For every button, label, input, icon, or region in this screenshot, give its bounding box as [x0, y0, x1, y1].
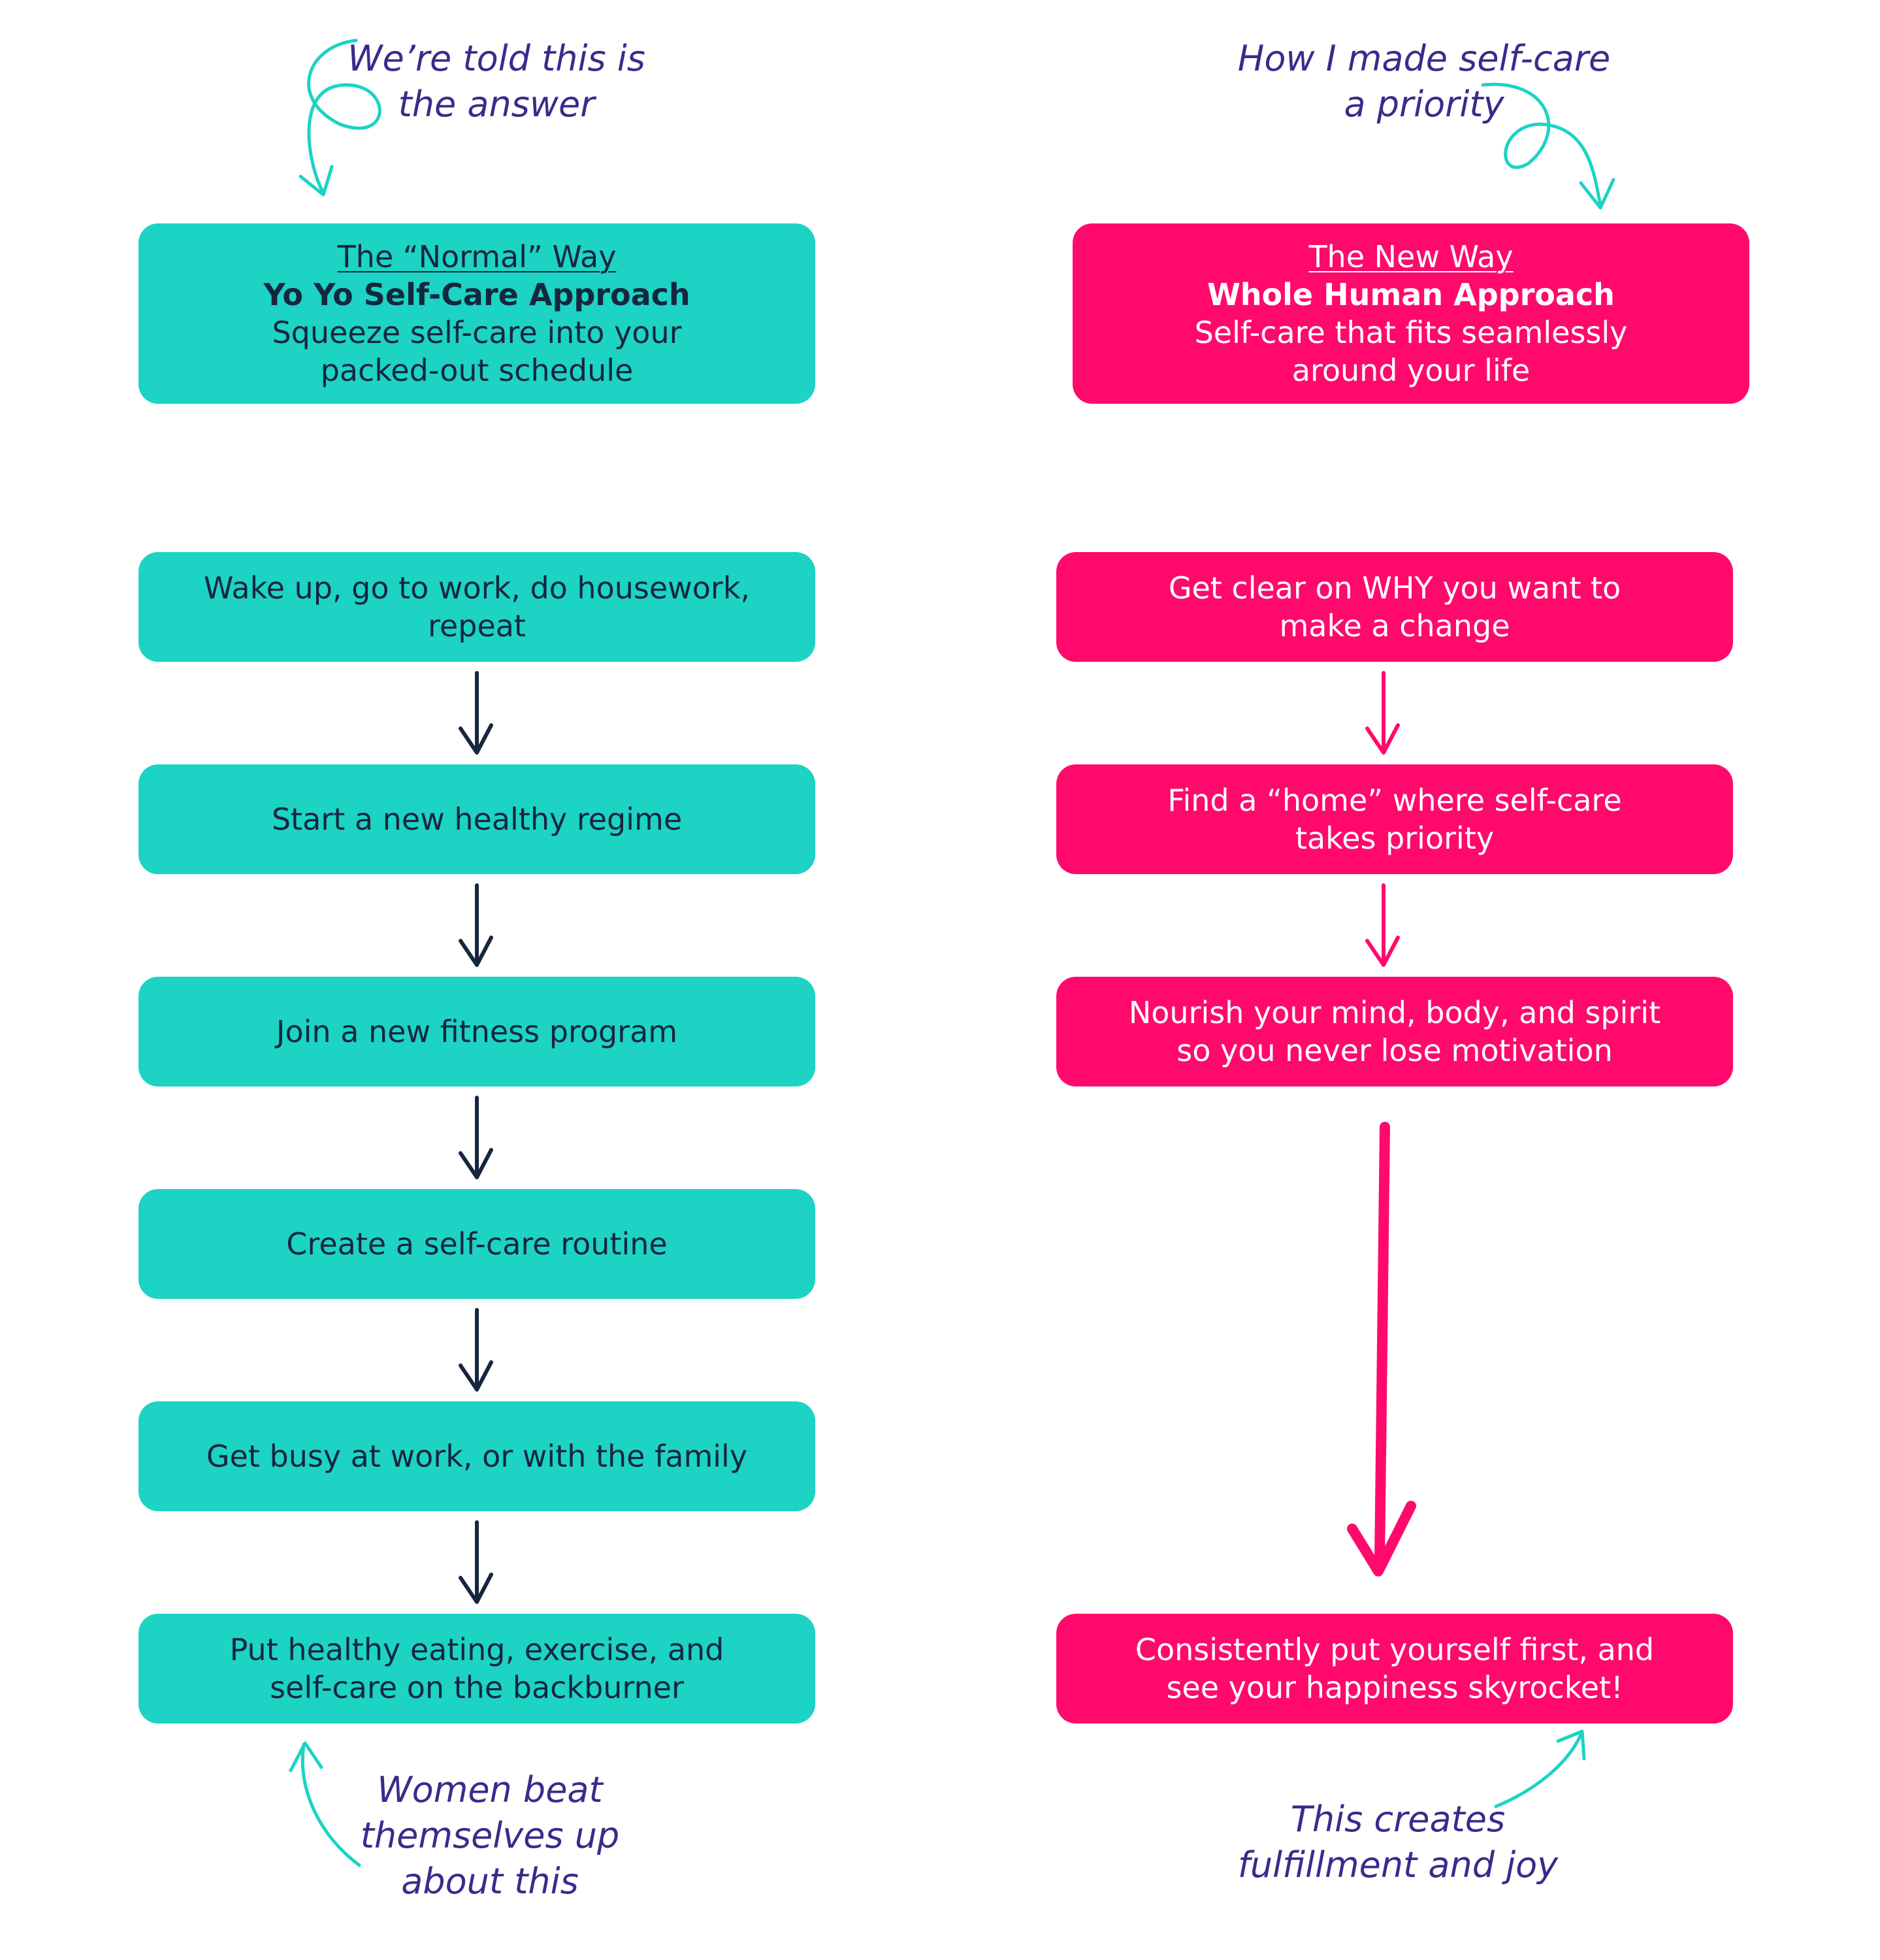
- left-step-6: Put healthy eating, exercise, and self-c…: [138, 1614, 815, 1723]
- left-top-note: We’re told this is the answer: [348, 38, 645, 125]
- right-arrow-2: [1365, 883, 1400, 967]
- right-top-note: How I made self-care a priority: [1237, 38, 1611, 125]
- normal-way-header-box: The “Normal” Way Yo Yo Self-Care Approac…: [138, 223, 815, 404]
- right-bottom-arrow: [1494, 1733, 1583, 1808]
- left-step-4: Create a self-care routine: [138, 1189, 815, 1299]
- left-top-curly-arrow: [307, 39, 381, 195]
- left-step-2: Start a new healthy regime: [138, 764, 815, 874]
- right-step-3: Nourish your mind, body, and spirit so y…: [1056, 977, 1733, 1086]
- normal-way-subtitle: The “Normal” Way: [337, 239, 617, 274]
- normal-way-desc-line-1: Squeeze self-care into your: [272, 315, 682, 350]
- new-way-header-box: The New Way Whole Human Approach Self-ca…: [1073, 223, 1749, 404]
- left-arrow-1: [459, 671, 493, 755]
- left-step-1: Wake up, go to work, do housework, repea…: [138, 552, 815, 662]
- left-step-5: Get busy at work, or with the family: [138, 1401, 815, 1511]
- left-arrow-4: [459, 1308, 493, 1392]
- right-step-1: Get clear on WHY you want to make a chan…: [1056, 552, 1733, 662]
- new-way-desc-line-1: Self-care that fits seamlessly: [1194, 315, 1628, 350]
- left-arrow-3: [459, 1096, 493, 1179]
- new-way-desc-line-2: around your life: [1291, 353, 1531, 388]
- left-arrow-5: [459, 1520, 493, 1604]
- new-way-title: Whole Human Approach: [1207, 277, 1615, 312]
- new-way-subtitle: The New Way: [1308, 239, 1514, 274]
- right-top-curly-arrow: [1481, 82, 1602, 208]
- right-long-arrow: [1374, 1122, 1390, 1567]
- left-bottom-arrow: [300, 1742, 361, 1867]
- right-step-4: Consistently put yourself first, and see…: [1056, 1614, 1733, 1723]
- left-step-3: Join a new fitness program: [138, 977, 815, 1086]
- left-bottom-note: Women beat themselves up about this: [360, 1769, 620, 1902]
- right-arrow-1: [1365, 671, 1400, 755]
- right-bottom-note: This creates fulfillment and joy: [1237, 1799, 1559, 1886]
- right-step-2: Find a “home” where self-care takes prio…: [1056, 764, 1733, 874]
- normal-way-title: Yo Yo Self-Care Approach: [263, 277, 690, 312]
- normal-way-desc-line-2: packed-out schedule: [320, 353, 634, 388]
- left-arrow-2: [459, 883, 493, 967]
